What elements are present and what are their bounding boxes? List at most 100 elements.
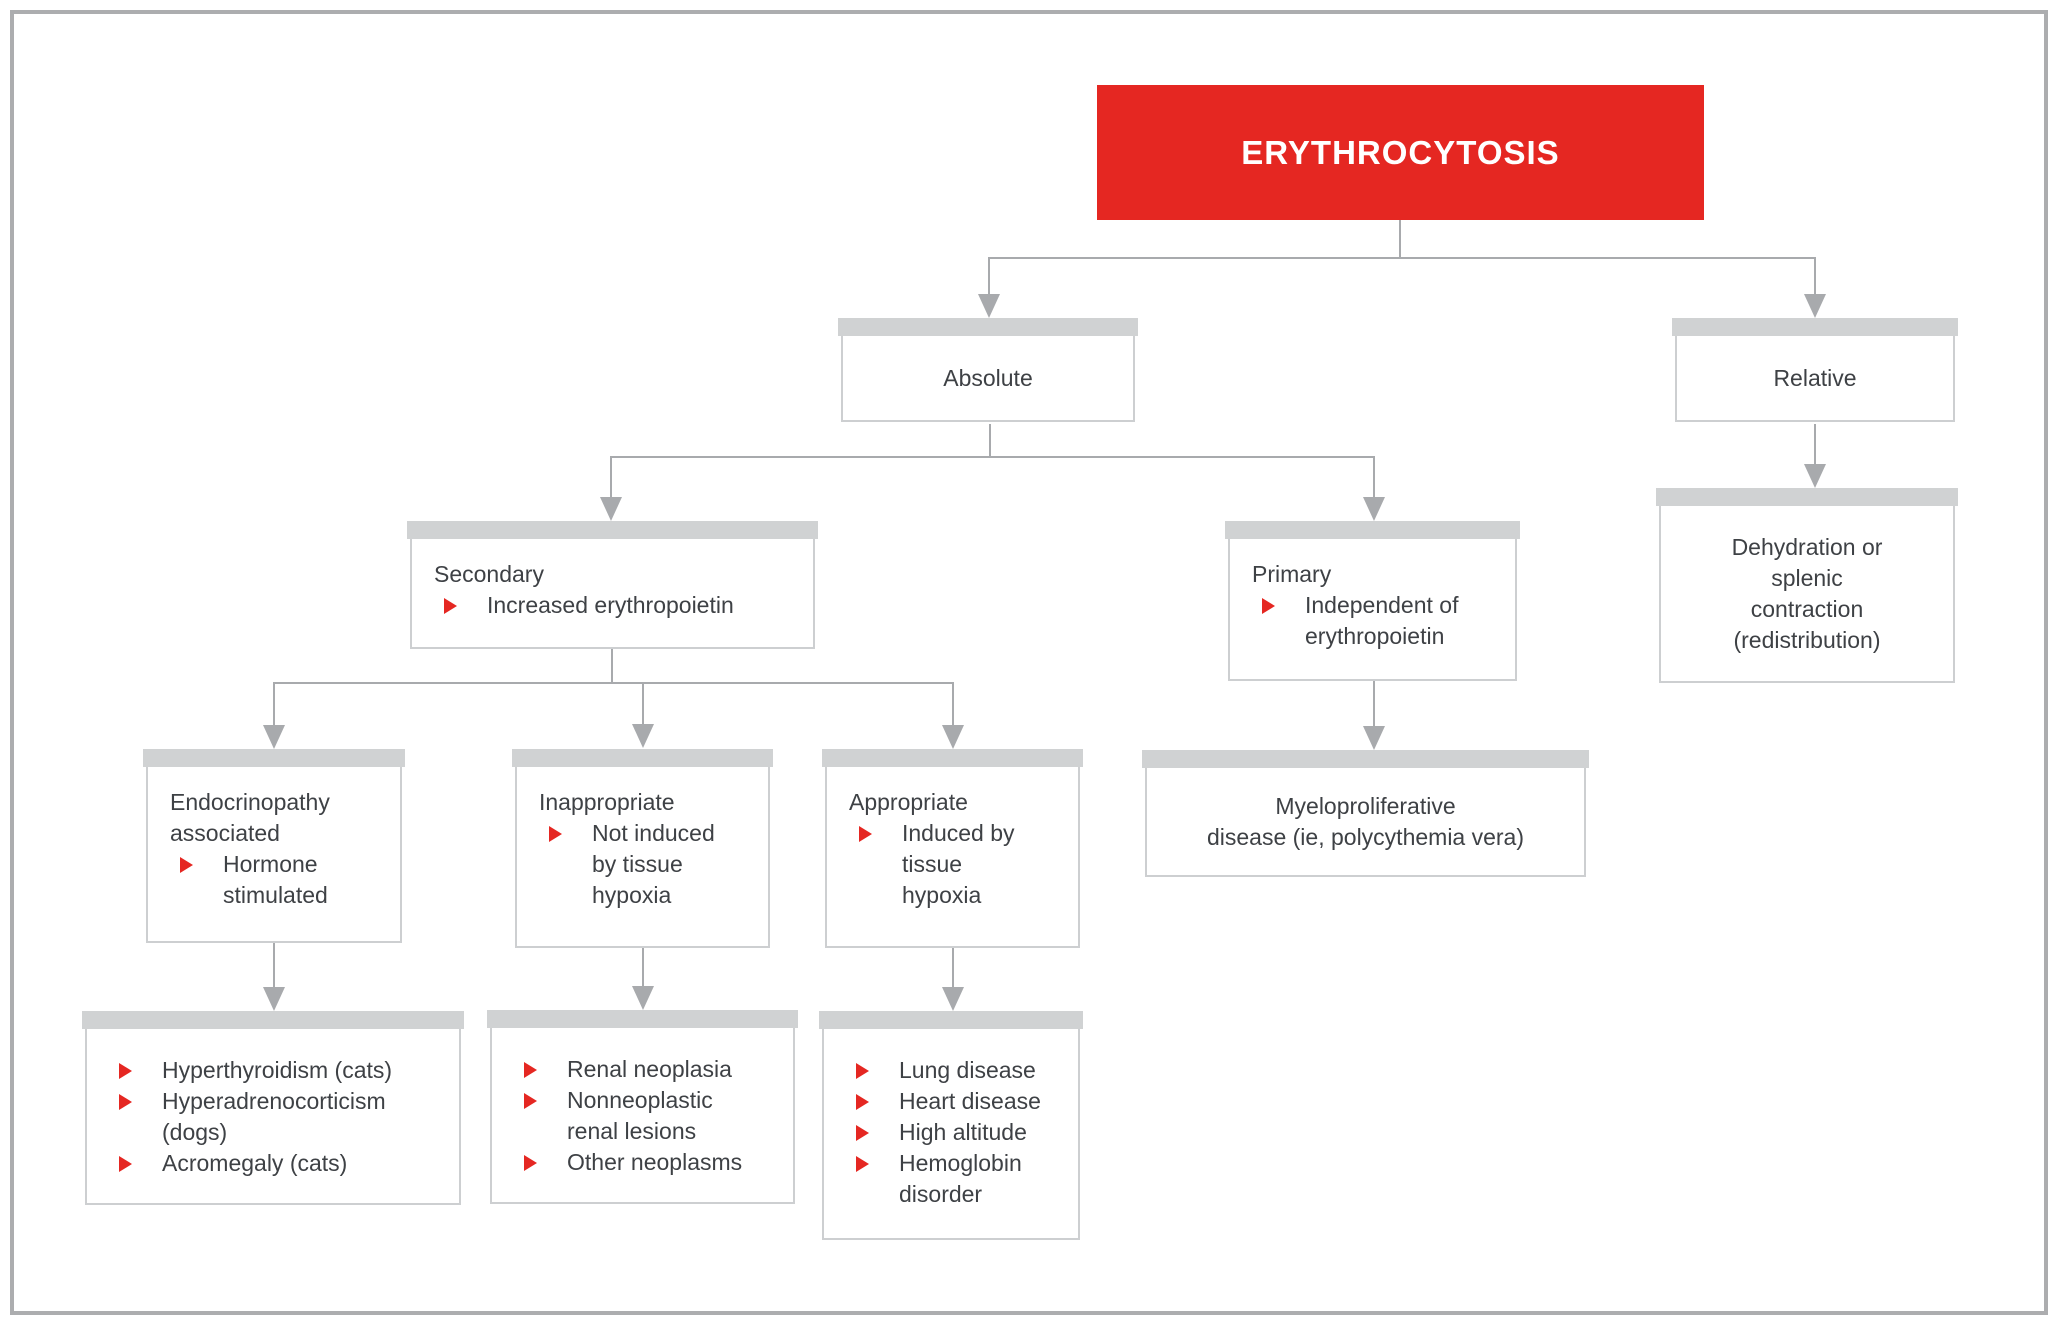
bullet-text: Nonneoplastic renal lesions — [567, 1087, 713, 1144]
node-inappropriate: Inappropriate Not induced by tissue hypo… — [512, 749, 773, 948]
bullet-text: Acromegaly (cats) — [162, 1150, 348, 1176]
connector-line — [611, 649, 613, 684]
node-label: Myeloproliferative disease (ie, polycyth… — [1145, 768, 1586, 877]
bullet-text: Independent of erythropoietin — [1305, 592, 1459, 649]
node-label: Relative — [1675, 336, 1955, 422]
node-top-bar — [822, 749, 1083, 767]
node-top-bar — [838, 318, 1138, 336]
connector-arrowhead-icon — [1363, 497, 1385, 521]
red-triangle-bullet-icon — [856, 1156, 882, 1172]
node-myeloproliferative: Myeloproliferative disease (ie, polycyth… — [1142, 750, 1589, 877]
node-primary: Primary Independent of erythropoietin — [1225, 521, 1520, 681]
bullet-item: Not induced by tissue hypoxia — [539, 818, 756, 911]
connector-arrowhead-icon — [600, 497, 622, 521]
bullet-item: Induced by tissue hypoxia — [849, 818, 1066, 911]
node-top-bar — [1672, 318, 1958, 336]
connector-line — [642, 948, 644, 990]
connector-arrowhead-icon — [978, 294, 1000, 318]
node-top-bar — [407, 521, 818, 539]
node-label: Absolute — [841, 336, 1135, 422]
node-top-bar — [1656, 488, 1958, 506]
bullet-item: Acromegaly (cats) — [109, 1148, 459, 1179]
connector-arrowhead-icon — [263, 725, 285, 749]
bullet-item: Hemoglobin disorder — [846, 1148, 1078, 1210]
connector-line — [273, 682, 275, 729]
connector-arrowhead-icon — [1363, 726, 1385, 750]
node-relative: Relative — [1672, 318, 1958, 422]
connector-arrowhead-icon — [263, 987, 285, 1011]
bullet-text: Other neoplasms — [567, 1149, 743, 1175]
node-endocrinopathy: Endocrinopathy associated Hormone stimul… — [143, 749, 405, 943]
connector-line — [642, 682, 644, 729]
node-dehydration: Dehydration or splenic contraction (redi… — [1656, 488, 1958, 683]
red-triangle-bullet-icon — [444, 598, 470, 614]
connector-line — [952, 682, 954, 729]
bullet-item: Hyperthyroidism (cats) — [109, 1055, 459, 1086]
bullet-text: Renal neoplasia — [567, 1056, 732, 1082]
bullet-item: Other neoplasms — [514, 1147, 793, 1178]
bullet-item: High altitude — [846, 1117, 1078, 1148]
node-top-bar — [82, 1011, 464, 1029]
connector-line — [1399, 220, 1401, 259]
red-triangle-bullet-icon — [524, 1155, 550, 1171]
bullet-text: Increased erythropoietin — [487, 592, 734, 618]
bullet-text: Hormone stimulated — [223, 851, 328, 908]
node-heading: Appropriate — [849, 789, 968, 815]
bullet-text: Heart disease — [899, 1088, 1041, 1114]
node-secondary: Secondary Increased erythropoietin — [407, 521, 818, 649]
connector-arrowhead-icon — [632, 724, 654, 748]
bullet-text: Hemoglobin disorder — [899, 1150, 1022, 1207]
bullet-text: Induced by tissue hypoxia — [902, 820, 1015, 908]
red-triangle-bullet-icon — [549, 826, 575, 842]
node-absolute: Absolute — [838, 318, 1138, 422]
bullet-text: Hyperadrenocorticism (dogs) — [162, 1088, 386, 1145]
node-erythrocytosis-title: ERYTHROCYTOSIS — [1097, 85, 1704, 220]
connector-line — [610, 456, 612, 501]
node-heading: Primary — [1252, 561, 1332, 587]
bullet-text: High altitude — [899, 1119, 1027, 1145]
red-triangle-bullet-icon — [119, 1063, 145, 1079]
connector-line — [952, 948, 954, 991]
bullet-text: Lung disease — [899, 1057, 1036, 1083]
node-heading: Secondary — [434, 561, 544, 587]
connector-line — [610, 456, 1375, 458]
bullet-item: Lung disease — [846, 1055, 1078, 1086]
node-top-bar — [487, 1010, 798, 1028]
node-top-bar — [1225, 521, 1520, 539]
node-renal-causes: Renal neoplasia Nonneoplastic renal lesi… — [487, 1010, 798, 1204]
bullet-item: Increased erythropoietin — [434, 590, 801, 621]
bullet-text: Hyperthyroidism (cats) — [162, 1057, 393, 1083]
node-top-bar — [512, 749, 773, 767]
diagram-title: ERYTHROCYTOSIS — [1241, 133, 1560, 171]
connector-arrowhead-icon — [1804, 294, 1826, 318]
red-triangle-bullet-icon — [180, 857, 206, 873]
node-top-bar — [143, 749, 405, 767]
red-triangle-bullet-icon — [856, 1094, 882, 1110]
connector-line — [988, 257, 1816, 259]
bullet-item: Hormone stimulated — [170, 849, 388, 911]
red-triangle-bullet-icon — [859, 826, 885, 842]
bullet-item: Renal neoplasia — [514, 1054, 793, 1085]
connector-line — [273, 943, 275, 991]
connector-arrowhead-icon — [632, 986, 654, 1010]
node-heading: Inappropriate — [539, 789, 675, 815]
connector-line — [1814, 257, 1816, 298]
node-label: Dehydration or splenic contraction (redi… — [1659, 506, 1955, 683]
connector-arrowhead-icon — [942, 725, 964, 749]
connector-arrowhead-icon — [942, 987, 964, 1011]
node-top-bar — [819, 1011, 1083, 1029]
red-triangle-bullet-icon — [1262, 598, 1288, 614]
red-triangle-bullet-icon — [856, 1125, 882, 1141]
connector-line — [989, 424, 991, 458]
node-appropriate: Appropriate Induced by tissue hypoxia — [822, 749, 1083, 948]
connector-line — [988, 257, 990, 298]
bullet-item: Hyperadrenocorticism (dogs) — [109, 1086, 459, 1148]
node-heading: Endocrinopathy associated — [170, 789, 330, 846]
red-triangle-bullet-icon — [856, 1063, 882, 1079]
node-endocrine-causes: Hyperthyroidism (cats) Hyperadrenocortic… — [82, 1011, 464, 1205]
connector-line — [1814, 424, 1816, 468]
bullet-item: Nonneoplastic renal lesions — [514, 1085, 793, 1147]
bullet-item: Independent of erythropoietin — [1252, 590, 1503, 652]
connector-arrowhead-icon — [1804, 464, 1826, 488]
